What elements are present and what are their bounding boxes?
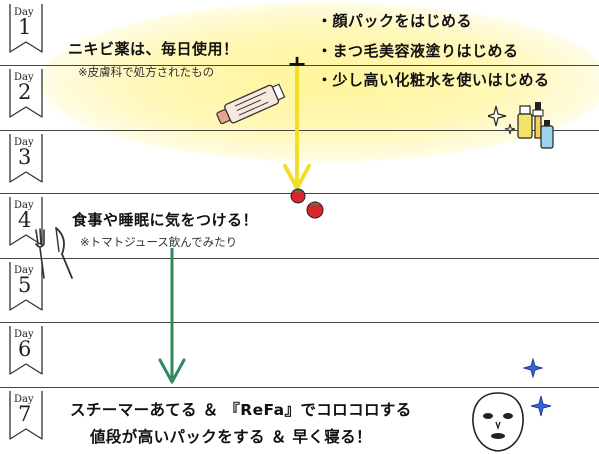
- yellow-arrow: [283, 66, 311, 190]
- day-label: Day: [14, 72, 34, 83]
- day-number: 3: [18, 145, 32, 169]
- row-divider: [0, 65, 599, 66]
- cosmetic-bottles-icon: [488, 102, 554, 149]
- blue-sparkle-icon: [523, 358, 543, 378]
- day-label: Day: [14, 200, 34, 211]
- ointment-tube-icon: [216, 83, 286, 125]
- acne-medicine-note: ※皮膚科で処方されたもの: [78, 65, 215, 79]
- row-divider: [0, 322, 599, 323]
- day-number: 7: [18, 402, 32, 426]
- day-number: 2: [18, 80, 32, 104]
- skincare-item-3: ・少し高い化粧水を使いはじめる: [317, 71, 550, 89]
- day-6-tag: Day 6: [6, 324, 46, 382]
- diet-sleep-text: 食事や睡眠に気をつける！: [72, 211, 259, 229]
- row-divider: [0, 258, 599, 259]
- day-label: Day: [14, 137, 34, 148]
- day-label: Day: [14, 7, 34, 18]
- skincare-item-1: ・顔パックをはじめる: [317, 12, 473, 30]
- day-number: 4: [18, 208, 32, 232]
- fork-knife-icon: [35, 227, 73, 279]
- final-routine-line-1: スチーマーあてる ＆ 『ReFa』でコロコロする: [70, 401, 412, 419]
- day-label: Day: [14, 329, 34, 340]
- day-label: Day: [14, 394, 34, 405]
- row-divider: [0, 130, 599, 131]
- day-4-tag: Day 4: [6, 195, 46, 253]
- day-2-tag: Day 2: [6, 67, 46, 125]
- yellow-highlight: [40, 2, 599, 162]
- day-number: 6: [18, 337, 32, 361]
- diet-sleep-note: ※トマトジュース飲んでみたり: [80, 235, 238, 249]
- day-7-tag: Day 7: [6, 389, 46, 447]
- day-number: 1: [18, 15, 32, 39]
- day-number: 5: [18, 273, 32, 297]
- day-label: Day: [14, 265, 34, 276]
- row-divider: [0, 387, 599, 388]
- green-arrow: [158, 248, 186, 384]
- plus-sign: +: [287, 50, 308, 78]
- day-3-tag: Day 3: [6, 132, 46, 190]
- skincare-item-2: ・まつ毛美容液塗りはじめる: [317, 42, 519, 60]
- tomato-icon: [290, 188, 324, 219]
- day-5-tag: Day 5: [6, 260, 46, 318]
- final-routine-line-2: 値段が高いパックをする ＆ 早く寝る！: [90, 428, 372, 446]
- blue-sparkle-icon: [530, 395, 552, 417]
- acne-medicine-text: ニキビ薬は、毎日使用！: [68, 40, 239, 58]
- face-mask-icon: [472, 392, 524, 452]
- day-1-tag: Day 1: [6, 2, 46, 60]
